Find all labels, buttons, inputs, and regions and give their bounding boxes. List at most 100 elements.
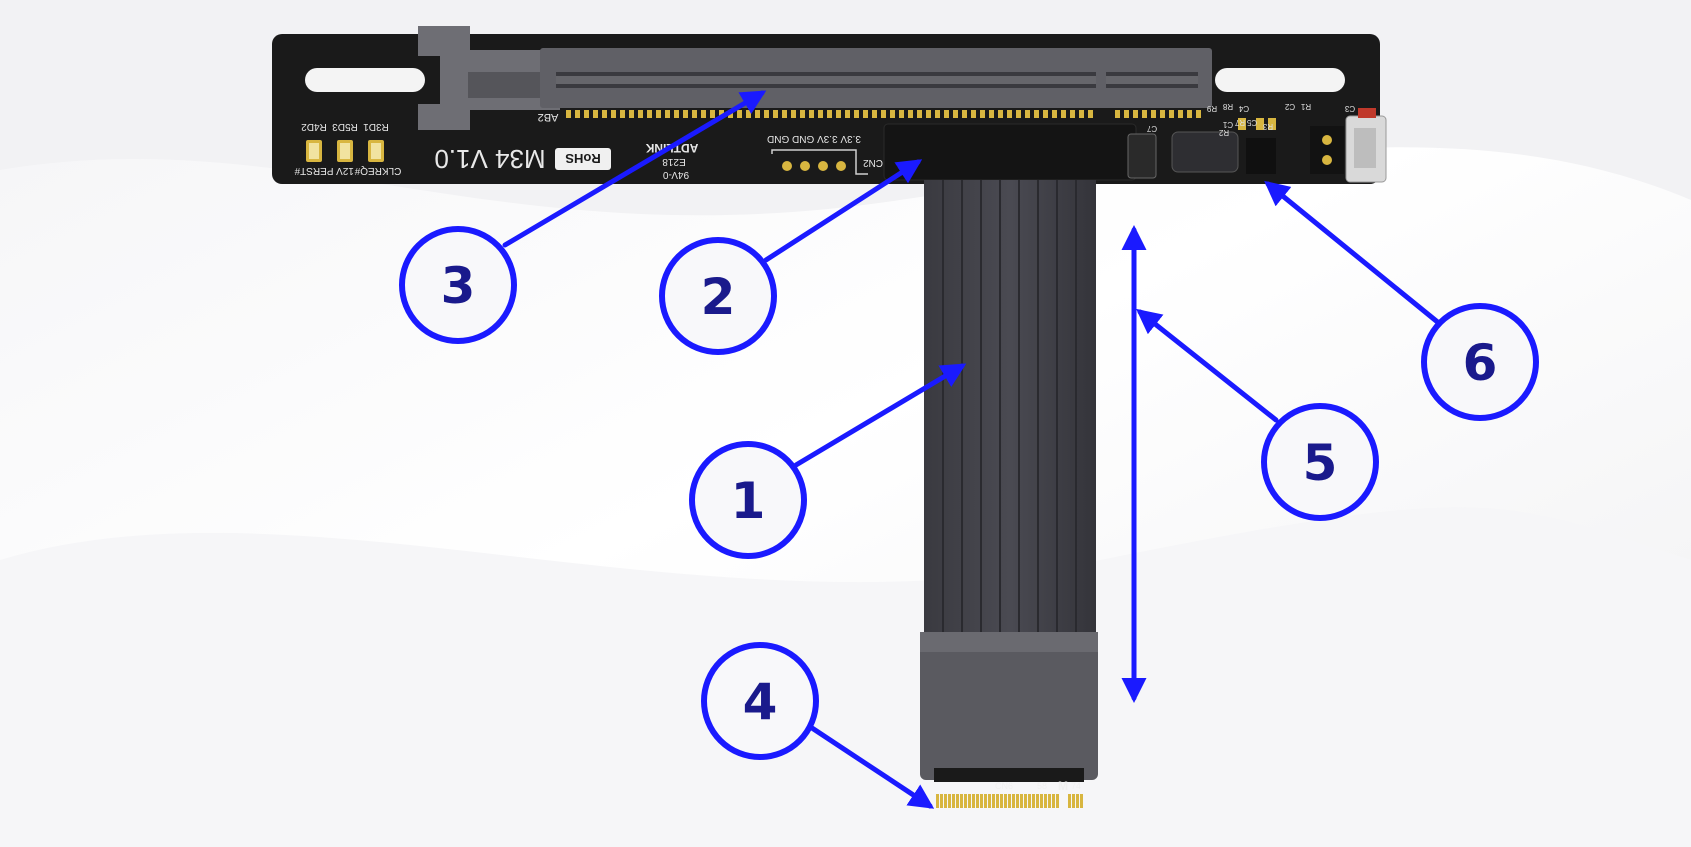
solder-pad	[584, 110, 589, 118]
callout-2: 2	[659, 237, 777, 355]
solder-pad	[872, 110, 877, 118]
gold-finger	[1080, 794, 1083, 808]
model-label: M34 V1.0	[434, 144, 545, 174]
component-label: C7	[1146, 124, 1157, 133]
solder-pad	[1043, 110, 1048, 118]
solder-pad	[998, 110, 1003, 118]
pin74-label: 74	[1071, 781, 1081, 791]
solder-pad	[620, 110, 625, 118]
solder-pad	[1124, 110, 1129, 118]
solder-pad	[611, 110, 616, 118]
rohs-label: RoHS	[565, 151, 601, 166]
power-pins-label: 3.3V 3.3V GND GND	[767, 133, 861, 144]
solder-pad	[1160, 110, 1165, 118]
solder-pad	[683, 110, 688, 118]
gold-finger	[988, 794, 991, 808]
component-label: R9	[1206, 104, 1217, 113]
gold-finger	[1020, 794, 1023, 808]
solder-pad	[1016, 110, 1021, 118]
solder-pad	[1034, 110, 1039, 118]
gold-finger	[936, 794, 939, 808]
gold-finger	[1004, 794, 1007, 808]
callout-5: 5	[1261, 403, 1379, 521]
solder-pad	[1025, 110, 1030, 118]
solder-pad	[953, 110, 958, 118]
gold-finger	[992, 794, 995, 808]
solder-pad	[1052, 110, 1057, 118]
solder-pad	[800, 110, 805, 118]
gold-finger	[968, 794, 971, 808]
component-label: C2	[1284, 102, 1295, 111]
solder-pad	[674, 110, 679, 118]
solder-pad	[656, 110, 661, 118]
lot-label: 94V-0	[662, 169, 689, 180]
solder-pad	[602, 110, 607, 118]
solder-pad	[818, 110, 823, 118]
solder-pad	[629, 110, 634, 118]
gold-finger	[1032, 794, 1035, 808]
solder-pad	[665, 110, 670, 118]
gold-finger	[944, 794, 947, 808]
gold-finger	[972, 794, 975, 808]
led-signal-2: 12V	[336, 165, 354, 176]
component-label: R8	[1222, 102, 1233, 111]
solder-pad	[971, 110, 976, 118]
solder-pad	[755, 110, 760, 118]
solder-pad	[575, 110, 580, 118]
component-label: R3	[1262, 122, 1273, 131]
gold-finger	[964, 794, 967, 808]
solder-pad	[899, 110, 904, 118]
solder-pad	[692, 110, 697, 118]
gold-finger	[1024, 794, 1027, 808]
gold-finger	[980, 794, 983, 808]
led-name-1: R4D2	[301, 121, 327, 132]
gold-finger	[952, 794, 955, 808]
gold-finger	[1076, 794, 1079, 808]
callout-4: 4	[701, 642, 819, 760]
arrow-6	[1264, 180, 1443, 327]
solder-pad	[1115, 110, 1120, 118]
solder-pad	[854, 110, 859, 118]
code-label: E218	[662, 156, 686, 167]
gold-finger	[984, 794, 987, 808]
callout-4-number: 4	[743, 673, 778, 731]
right-components	[1127, 108, 1387, 183]
solder-pad	[782, 110, 787, 118]
solder-pad	[809, 110, 814, 118]
solder-pad	[917, 110, 922, 118]
gold-finger	[1028, 794, 1031, 808]
cn2-label: CN2	[863, 157, 883, 168]
solder-pad	[701, 110, 706, 118]
m2-connector: CN6 58 M 74	[920, 632, 1098, 808]
solder-pad	[1151, 110, 1156, 118]
callout-6: 6	[1421, 303, 1539, 421]
component-label: C4	[1238, 104, 1249, 113]
gold-finger	[1036, 794, 1039, 808]
gold-finger	[1000, 794, 1003, 808]
solder-pad	[890, 110, 895, 118]
gold-finger	[976, 794, 979, 808]
solder-pad	[710, 110, 715, 118]
solder-pad	[764, 110, 769, 118]
arrow-1	[793, 363, 967, 468]
solder-pad	[863, 110, 868, 118]
gold-finger	[1052, 794, 1055, 808]
mount-slot-right	[1215, 68, 1345, 92]
callout-2-number: 2	[701, 268, 736, 326]
callout-3-number: 3	[441, 257, 476, 315]
gold-finger	[1040, 794, 1043, 808]
solder-pad	[1142, 110, 1147, 118]
callout-1: 1	[689, 441, 807, 559]
key-label: M	[1058, 779, 1068, 793]
cn2-connector-block	[883, 123, 1137, 181]
component-label: R1	[1300, 102, 1311, 111]
callout-1-number: 1	[731, 472, 766, 530]
solder-pad	[1070, 110, 1075, 118]
ribbon-cable	[924, 180, 1096, 632]
led-name-2: R5D3	[332, 121, 358, 132]
gold-finger	[1068, 794, 1071, 808]
led-name-3: R3D1	[363, 121, 389, 132]
gold-finger	[1008, 794, 1011, 808]
